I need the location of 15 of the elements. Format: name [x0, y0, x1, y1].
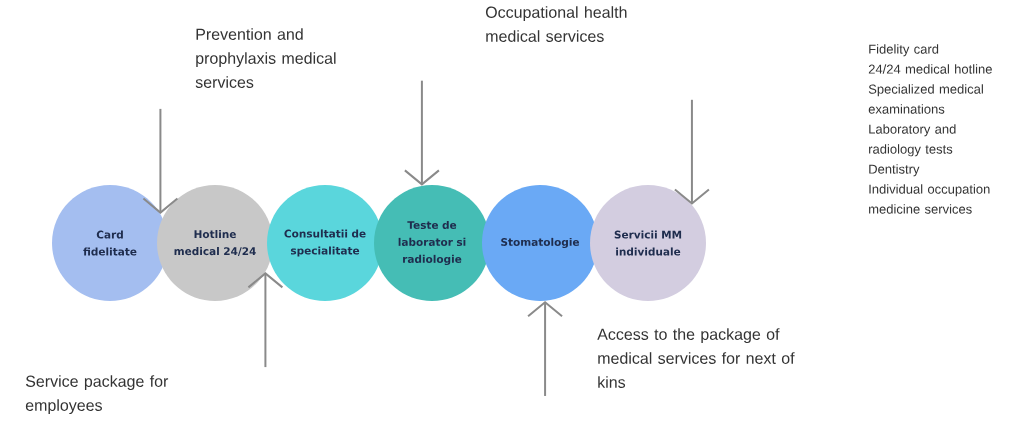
caption-text: Service package for employees	[25, 375, 169, 415]
caption-text: Occupational health medical services	[485, 6, 627, 42]
list-item: Dentistry	[869, 164, 920, 177]
arrow	[142, 107, 179, 214]
list-item: Fidelity card	[869, 44, 939, 57]
caption-text: Access to the package of medical services for next of kins	[597, 328, 795, 388]
caption-text: Prevention and prophylaxis medical services	[195, 28, 336, 88]
arrow	[403, 79, 440, 186]
arrow	[247, 272, 284, 369]
arrow	[527, 300, 564, 397]
list-item: Specialized medical examinations	[868, 84, 983, 114]
list-item: Laboratory and radiology tests	[869, 124, 956, 157]
list-item: Individual occupation medicine services	[869, 184, 990, 214]
arrow	[673, 98, 710, 205]
list-item: 24/24 medical hotline	[868, 64, 992, 74]
